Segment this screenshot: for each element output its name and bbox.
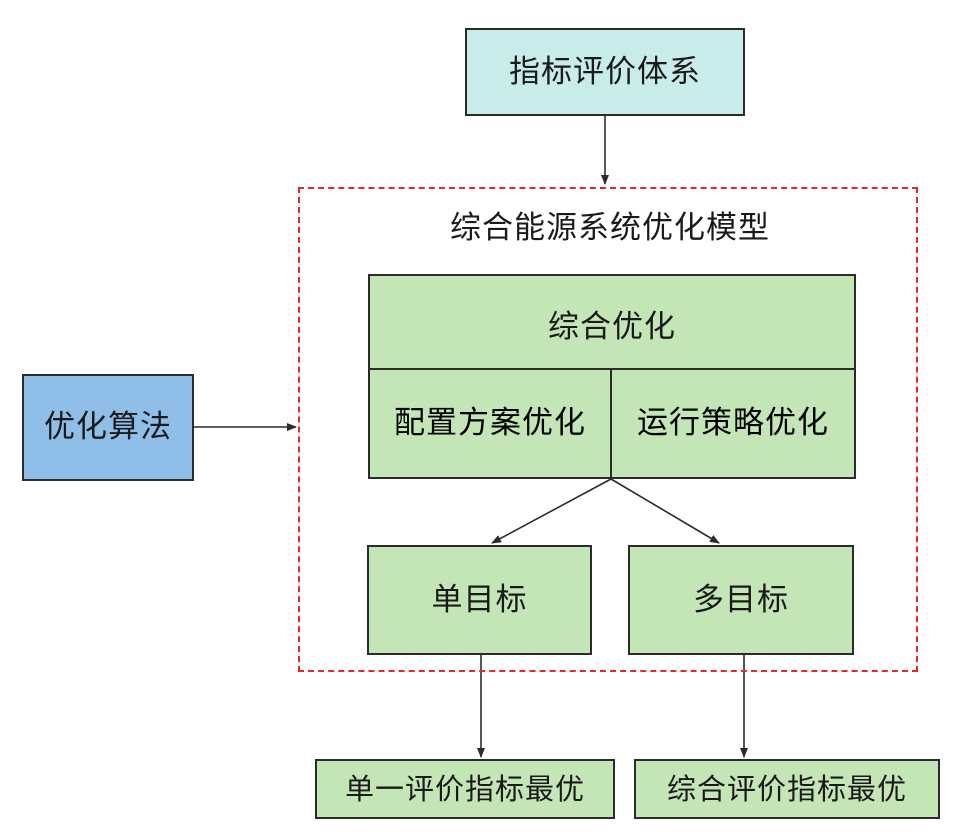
comprehensive-best-label: 综合评价指标最优 xyxy=(666,771,907,806)
single-objective-node: 单目标 xyxy=(367,545,592,655)
edge-comprehensive-to-multi xyxy=(610,478,720,544)
single-objective-label: 单目标 xyxy=(431,581,528,618)
comprehensive-opt-divider-vertical xyxy=(610,368,612,479)
algorithm-label: 优化算法 xyxy=(44,409,172,445)
config-opt-cell: 配置方案优化 xyxy=(370,370,610,477)
edge-comprehensive-to-single xyxy=(491,478,612,544)
config-opt-label: 配置方案优化 xyxy=(394,405,586,441)
single-best-node: 单一评价指标最优 xyxy=(315,759,615,819)
multi-objective-node: 多目标 xyxy=(628,545,854,655)
strategy-opt-cell: 运行策略优化 xyxy=(612,370,854,477)
strategy-opt-label: 运行策略优化 xyxy=(637,405,829,441)
model-title: 综合能源系统优化模型 xyxy=(450,210,770,246)
index-system-node: 指标评价体系 xyxy=(465,28,745,116)
algorithm-node: 优化算法 xyxy=(22,374,194,481)
model-boundary xyxy=(298,187,918,672)
comprehensive-opt-label: 综合优化 xyxy=(548,309,676,345)
comprehensive-best-node: 综合评价指标最优 xyxy=(634,759,940,819)
comprehensive-opt-node: 综合优化 xyxy=(368,274,856,479)
index-system-label: 指标评价体系 xyxy=(509,53,701,90)
single-best-label: 单一评价指标最优 xyxy=(344,771,585,806)
comprehensive-opt-divider-horizontal xyxy=(368,368,856,370)
multi-objective-label: 多目标 xyxy=(693,581,789,618)
